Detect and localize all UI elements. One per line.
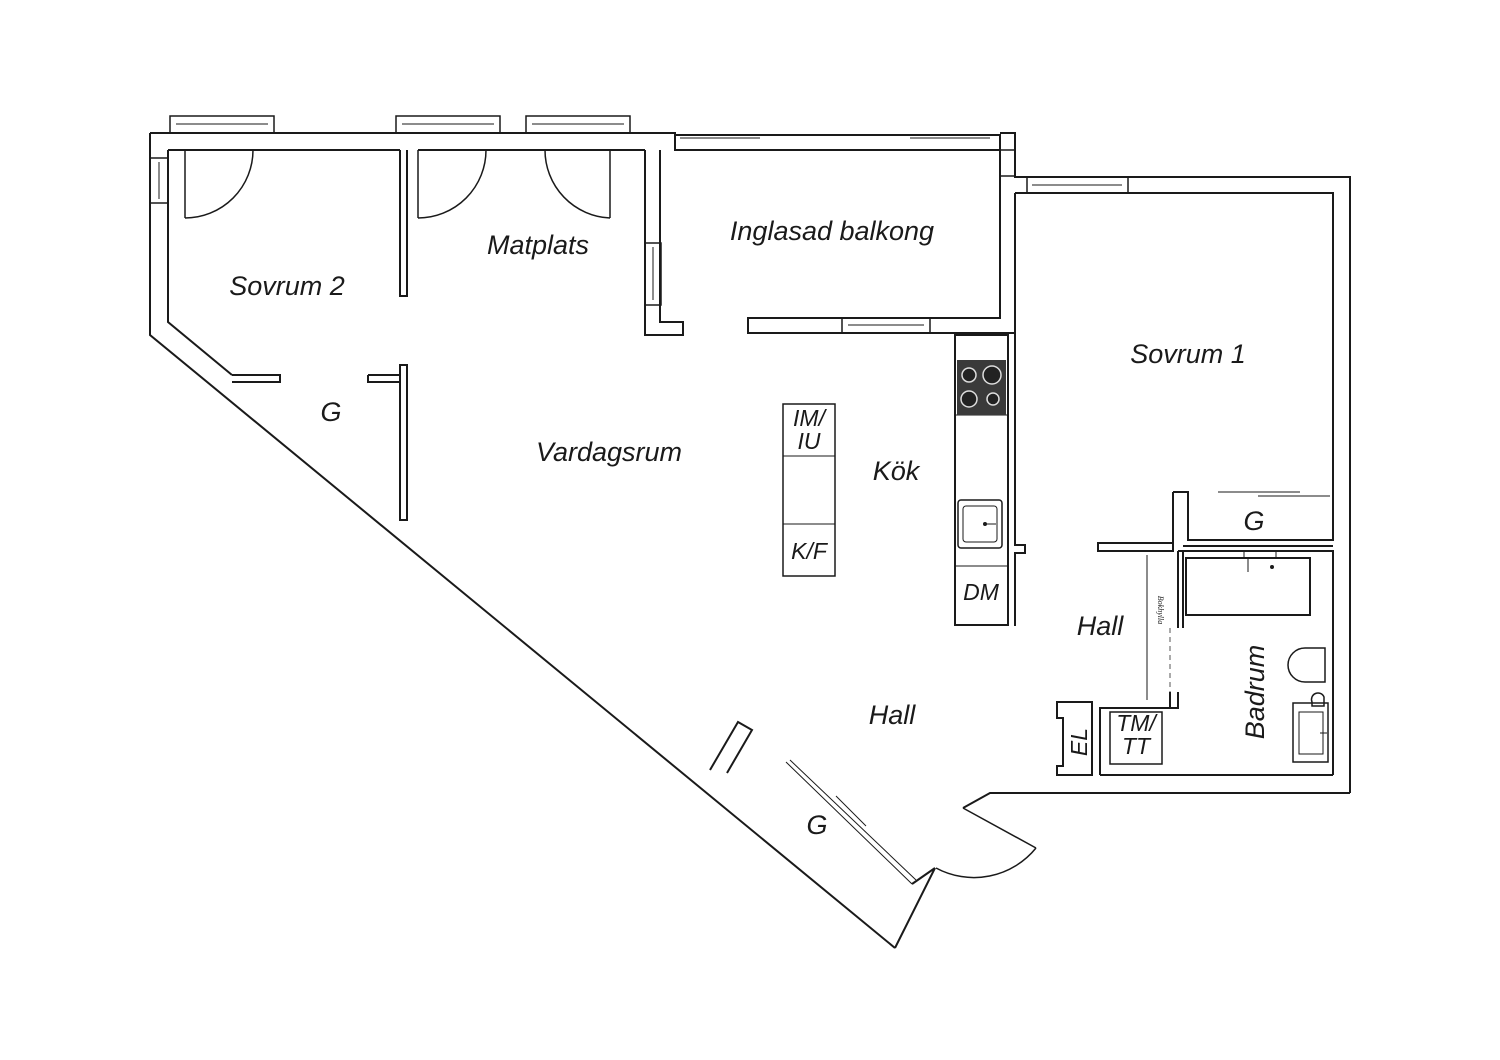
label-im: IM/ [793,405,828,431]
label-g-entry: G [806,810,827,840]
label-g-sovrum2: G [320,397,341,427]
label-hall-lower: Hall [869,700,917,730]
label-sovrum-1: Sovrum 1 [1130,339,1246,369]
stove-icon [957,360,1006,415]
room-labels: Sovrum 2 Matplats Inglasad balkong Sovru… [229,216,1270,739]
kitchen [954,334,1009,626]
interior-walls [232,150,1334,885]
label-tt: TT [1122,733,1152,759]
storage-labels: G G G [320,397,1264,840]
fixture-labels: IM/ IU K/F DM EL TM/ TT Bokhylla [791,405,1165,765]
label-kok: Kök [873,456,921,486]
label-iu: IU [798,428,821,454]
label-badrum: Badrum [1240,645,1270,740]
label-bokhylla: Bokhylla [1156,596,1165,624]
label-matplats: Matplats [487,230,589,260]
label-hall-upper: Hall [1077,611,1125,641]
label-el: EL [1066,728,1092,756]
bathtub-icon [1185,550,1311,616]
label-tm: TM/ [1116,710,1158,736]
outer-walls [149,132,1351,949]
label-inglasad-balkong: Inglasad balkong [730,216,934,246]
doors [184,149,1037,879]
label-g-sovrum1: G [1243,506,1264,536]
label-vardagsrum: Vardagsrum [536,437,682,467]
balcony-walls [644,134,1015,336]
label-sovrum-2: Sovrum 2 [229,271,345,301]
washbasin-icon [1292,692,1329,763]
sink-icon [957,499,1003,549]
label-kf: K/F [791,538,829,564]
toilet-icon [1287,647,1326,683]
label-dm: DM [963,579,1000,605]
kitchen-island [782,403,836,577]
